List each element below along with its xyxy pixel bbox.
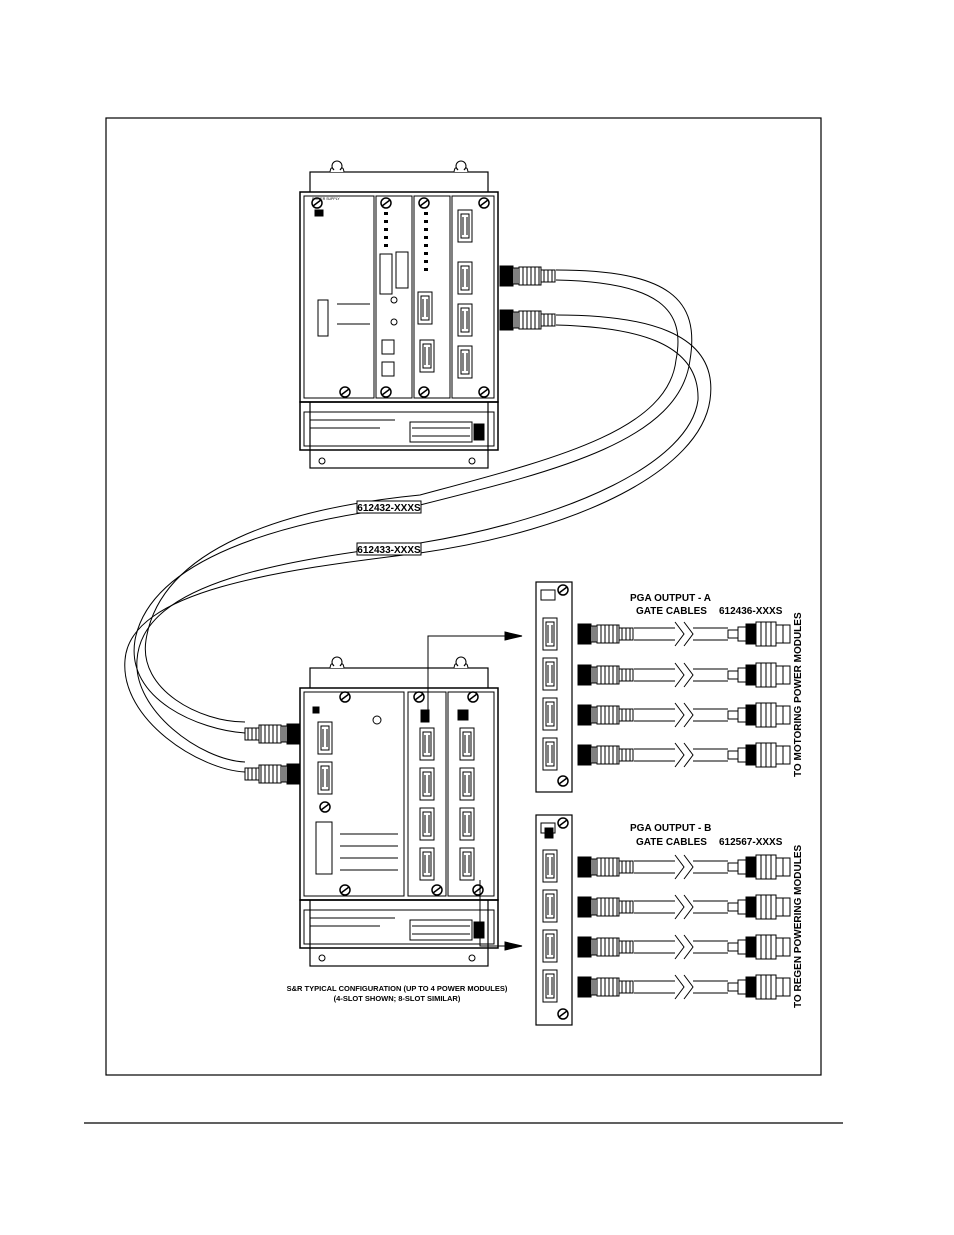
pga-a-part-number: 612436-XXXS xyxy=(719,606,783,617)
upper-connectors xyxy=(500,266,555,330)
cable-label-1: 612432-XXXS xyxy=(357,501,421,514)
figure-caption-line-1: S&R TYPICAL CONFIGURATION (UP TO 4 POWER… xyxy=(287,984,508,993)
pga-b-gate-cables xyxy=(578,855,790,999)
pga-a-board xyxy=(536,582,572,792)
lower-connectors xyxy=(245,724,300,784)
pga-b-subtitle: GATE CABLES xyxy=(636,837,707,848)
upper-drive-unit: POWER SUPPLY xyxy=(300,161,498,468)
cable-label-text: 612433-XXXS xyxy=(357,545,421,556)
pga-b-part-number: 612567-XXXS xyxy=(719,837,783,848)
pga-a-title: PGA OUTPUT - A xyxy=(630,593,711,604)
pga-a-destination: TO MOTORING POWER MODULES xyxy=(793,612,804,777)
pga-a-subtitle: GATE CABLES xyxy=(636,606,707,617)
pga-a-gate-cables xyxy=(578,622,790,767)
svg-text:POWER SUPPLY: POWER SUPPLY xyxy=(312,197,340,201)
cable-label-2: 612433-XXXS xyxy=(357,543,421,556)
cable-label-text: 612432-XXXS xyxy=(357,503,421,514)
pga-b-title: PGA OUTPUT - B xyxy=(630,823,711,834)
pga-b-destination: TO REGEN POWERING MODULES xyxy=(793,845,804,1008)
pga-b-board xyxy=(536,815,572,1025)
lower-drive-unit xyxy=(300,657,498,966)
figure-caption-line-2: (4-SLOT SHOWN; 8-SLOT SIMILAR) xyxy=(334,994,461,1003)
